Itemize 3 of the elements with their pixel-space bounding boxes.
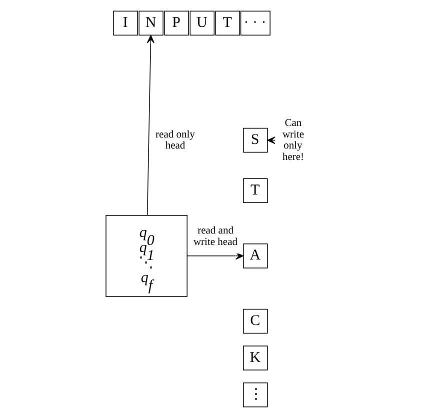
node-text: Can write only here! [282,118,304,163]
edge-label: read and write head [193,226,238,248]
edge-label: read only head [156,129,195,152]
